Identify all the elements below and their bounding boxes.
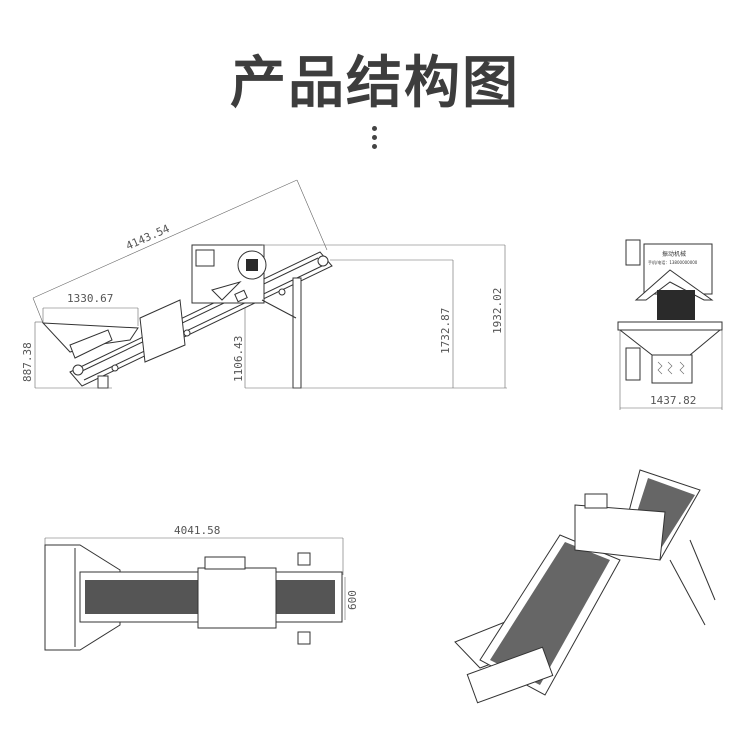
- dim-belt-width: 600: [346, 590, 359, 610]
- dim-overall-length: 4143.54: [124, 222, 172, 253]
- nameplate-text: 振动机械: [662, 250, 686, 258]
- dim-discharge-height: 1732.87: [439, 308, 452, 354]
- side-view: 4143.54 1330.67: [21, 179, 507, 389]
- dim-inlet-height: 887.38: [21, 342, 34, 382]
- page-title: 产品结构图: [230, 51, 520, 116]
- dim-length: 4041.58: [174, 524, 220, 537]
- ellipsis-dots-icon: [372, 126, 378, 153]
- dim-hopper-length: 1330.67: [67, 292, 113, 305]
- dim-width: 1437.82: [650, 394, 696, 407]
- dim-support-height: 1106.43: [232, 336, 245, 382]
- front-view: 振动机械 手机/电话：13800000000 1437.82: [617, 239, 723, 410]
- dim-total-height: 1932.02: [491, 288, 504, 334]
- isometric-view: [454, 469, 716, 704]
- top-view: 4041.58 600: [44, 524, 359, 651]
- nameplate-contact: 手机/电话：13800000000: [648, 259, 698, 265]
